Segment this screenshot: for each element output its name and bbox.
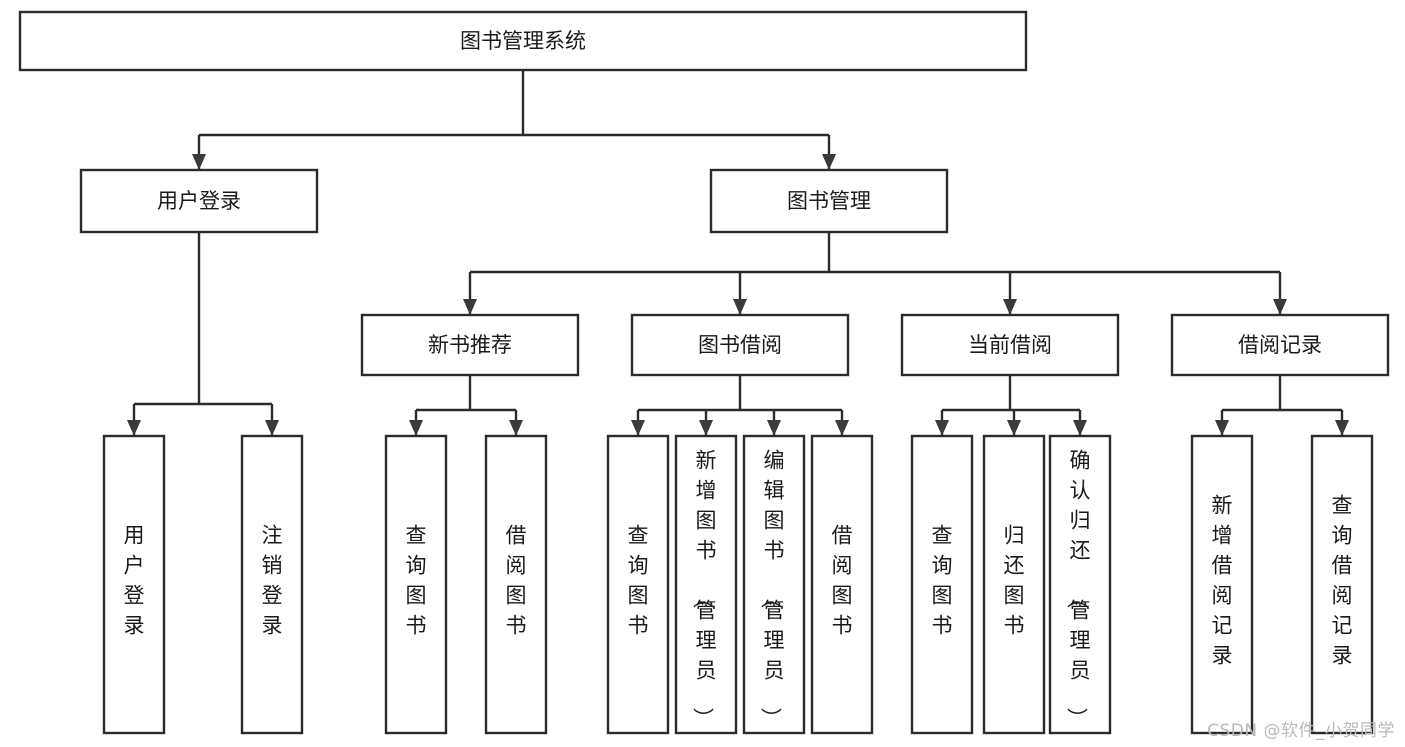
arrow-head-icon	[935, 420, 949, 436]
arrow-head-icon	[265, 420, 279, 436]
arrow-head-icon	[1073, 420, 1087, 436]
arrow-head-icon	[835, 420, 849, 436]
arrow-head-icon	[767, 420, 781, 436]
node-leaf-query-book-current[interactable]: 查询图书	[910, 434, 974, 735]
node-label: 借阅图书	[832, 524, 853, 638]
node-box-outline	[484, 434, 548, 735]
node-leaf-edit-book[interactable]: 编辑图书（管理员）	[742, 434, 806, 735]
node-user-login[interactable]: 用户登录	[79, 168, 319, 234]
arrow-head-icon	[463, 299, 477, 315]
node-label: 注销登录	[262, 524, 283, 638]
node-label: 新书推荐	[428, 333, 512, 357]
arrow-head-icon	[1007, 420, 1021, 436]
node-label: 归还图书	[1004, 524, 1025, 638]
node-leaf-borrow-book-recommend[interactable]: 借阅图书	[484, 434, 548, 735]
node-box-outline	[810, 434, 874, 735]
node-label: 确认归还（管理员）	[1065, 449, 1091, 729]
node-box-outline	[1048, 434, 1112, 735]
node-label: 用户登录	[157, 189, 241, 213]
node-box-outline	[982, 434, 1046, 735]
node-box-outline	[900, 313, 1120, 377]
node-label: 编辑图书（管理员）	[759, 449, 785, 729]
node-label: 当前借阅	[968, 333, 1052, 357]
node-label: 查询图书	[628, 524, 649, 638]
node-label: 借阅图书	[506, 524, 527, 638]
node-leaf-query-book-borrow[interactable]: 查询图书	[606, 434, 670, 735]
node-box-outline	[630, 313, 850, 377]
node-label: 图书管理系统	[460, 29, 586, 53]
node-box-outline	[1310, 434, 1374, 735]
arrow-head-icon	[127, 420, 141, 436]
arrow-head-icon	[192, 154, 206, 170]
node-box-outline	[384, 434, 448, 735]
node-leaf-query-book-recommend[interactable]: 查询图书	[384, 434, 448, 735]
node-label: 查询图书	[406, 524, 427, 638]
node-box-outline	[742, 434, 806, 735]
connector-lines-layer	[127, 70, 1349, 436]
node-leaf-add-borrow-record[interactable]: 新增借阅记录	[1190, 434, 1254, 735]
node-box-outline	[102, 434, 166, 735]
arrow-head-icon	[699, 420, 713, 436]
node-box-outline	[1190, 434, 1254, 735]
node-box-outline	[360, 313, 580, 377]
arrow-head-icon	[1003, 299, 1017, 315]
node-box-outline	[240, 434, 304, 735]
node-root[interactable]: 图书管理系统	[18, 10, 1028, 72]
arrow-head-icon	[1335, 420, 1349, 436]
node-box-outline	[79, 168, 319, 234]
arrow-head-icon	[822, 154, 836, 170]
node-current-borrow[interactable]: 当前借阅	[900, 313, 1120, 377]
arrow-head-icon	[733, 299, 747, 315]
node-boxes-layer: 图书管理系统用户登录图书管理新书推荐图书借阅当前借阅借阅记录用户登录注销登录查询…	[18, 10, 1390, 735]
node-label: 用户登录	[124, 524, 145, 638]
node-leaf-confirm-return[interactable]: 确认归还（管理员）	[1048, 434, 1112, 735]
node-label: 图书管理	[787, 189, 871, 213]
csdn-watermark: CSDN @软件_小贺同学	[1207, 721, 1395, 741]
node-leaf-query-borrow-record[interactable]: 查询借阅记录	[1310, 434, 1374, 735]
node-label: 借阅记录	[1238, 333, 1322, 357]
node-book-management[interactable]: 图书管理	[709, 168, 949, 234]
node-leaf-add-book[interactable]: 新增图书（管理员）	[674, 434, 738, 735]
node-new-book-recommend[interactable]: 新书推荐	[360, 313, 580, 377]
node-label: 新增借阅记录	[1212, 494, 1233, 668]
node-box-outline	[709, 168, 949, 234]
node-box-outline	[910, 434, 974, 735]
node-box-outline	[1170, 313, 1390, 377]
arrow-head-icon	[509, 420, 523, 436]
arrow-head-icon	[409, 420, 423, 436]
arrow-head-icon	[631, 420, 645, 436]
arrow-head-icon	[1273, 299, 1287, 315]
node-label: 图书借阅	[698, 333, 782, 357]
node-leaf-logout[interactable]: 注销登录	[240, 434, 304, 735]
node-label: 查询借阅记录	[1332, 494, 1353, 668]
node-borrow-records[interactable]: 借阅记录	[1170, 313, 1390, 377]
arrow-head-icon	[1215, 420, 1229, 436]
node-box-outline	[606, 434, 670, 735]
node-label: 查询图书	[932, 524, 953, 638]
node-box-outline	[674, 434, 738, 735]
node-leaf-user-login[interactable]: 用户登录	[102, 434, 166, 735]
node-leaf-borrow-book[interactable]: 借阅图书	[810, 434, 874, 735]
node-label: 新增图书（管理员）	[691, 449, 717, 729]
node-leaf-return-book[interactable]: 归还图书	[982, 434, 1046, 735]
node-box-outline	[18, 10, 1028, 72]
node-book-borrow[interactable]: 图书借阅	[630, 313, 850, 377]
